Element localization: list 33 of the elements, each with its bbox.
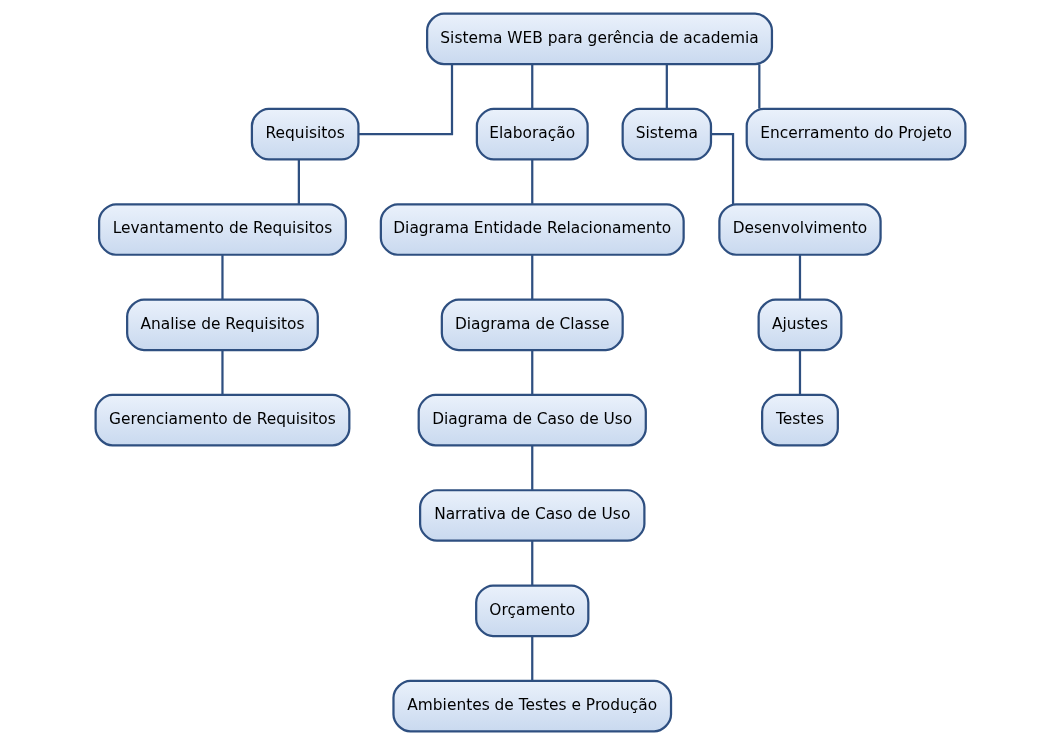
- node-box: Requisitos: [250, 107, 360, 161]
- connector: [531, 636, 534, 681]
- connector: [711, 133, 735, 204]
- connector: [531, 255, 534, 300]
- node-box: Sistema WEB para gerência de academia: [426, 12, 774, 66]
- node-box: Diagrama de Caso de Uso: [417, 393, 647, 447]
- node-box: Ajustes: [757, 298, 843, 352]
- connector: [221, 255, 224, 300]
- connector: [531, 350, 534, 395]
- connector: [358, 64, 454, 136]
- connector: [297, 159, 300, 204]
- connector: [798, 255, 802, 300]
- connector: [531, 445, 534, 490]
- node-box: Levantamento de Requisitos: [98, 203, 347, 256]
- node-box: Elaboração: [475, 107, 589, 161]
- node-box: Diagrama de Classe: [440, 298, 624, 352]
- node-box: Diagrama Entidade Relacionamento: [379, 203, 685, 256]
- connector: [758, 64, 761, 109]
- connector: [531, 159, 534, 204]
- connector: [531, 64, 534, 109]
- node-box: Analise de Requisitos: [126, 298, 319, 352]
- node-box: Narrativa de Caso de Uso: [419, 489, 646, 542]
- connector: [531, 541, 534, 586]
- node-box: Desenvolvimento: [718, 203, 882, 256]
- node-box: Sistema: [621, 107, 713, 161]
- node-box: Gerenciamento de Requisitos: [94, 393, 351, 447]
- connector: [221, 350, 224, 395]
- connector: [798, 350, 802, 395]
- node-box: Testes: [761, 393, 839, 447]
- connector: [665, 64, 668, 109]
- node-box: Encerramento do Projeto: [745, 107, 967, 161]
- node-box: Orçamento: [475, 584, 590, 638]
- node-box: Ambientes de Testes e Produção: [392, 679, 673, 733]
